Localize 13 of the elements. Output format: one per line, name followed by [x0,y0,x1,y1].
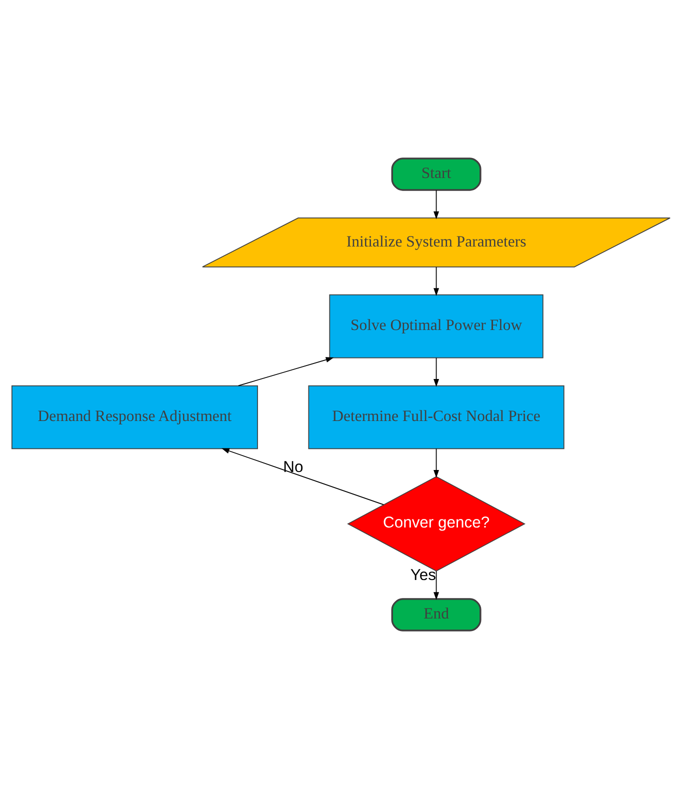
node-box: End [391,598,482,632]
arrow [434,266,440,296]
arrow [222,448,384,506]
node-box: Demand Response Adjustment [11,385,258,450]
arrow [434,570,440,600]
node-box: Determine Full-Cost Nodal Price [308,385,564,450]
arrow [434,190,440,220]
arrow [434,448,440,478]
node-box: Start [391,158,482,191]
arrow [434,357,440,387]
edge-label: No [283,458,304,476]
node-box: Solve Optimal Power Flow [329,294,544,358]
arrow [238,357,334,386]
